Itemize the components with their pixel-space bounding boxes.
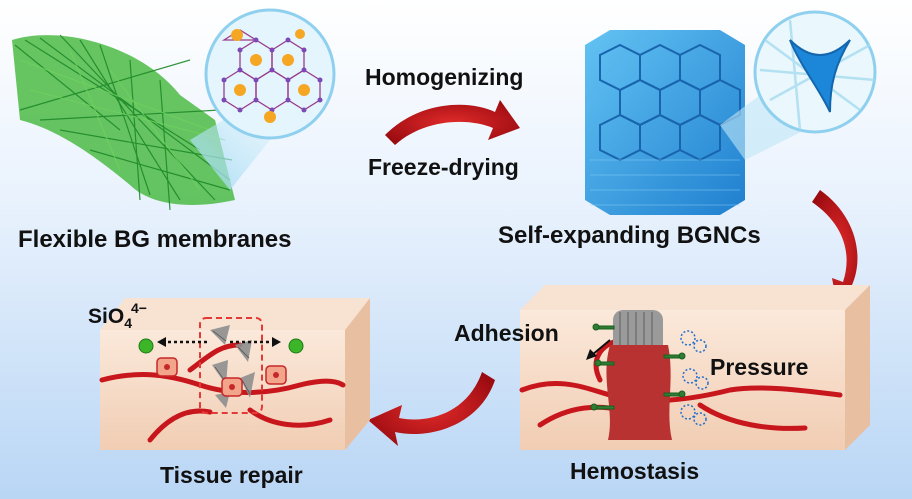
silicate-ion-base: SiO <box>88 305 125 328</box>
pressure-label: Pressure <box>710 354 809 380</box>
flexible-bg-membranes-label: Flexible BG membranes <box>18 226 292 253</box>
bg-network-zoom-circle <box>204 8 336 140</box>
silicate-ion-superscript: 4− <box>130 300 147 316</box>
silicate-ion-subscript: 4 <box>124 315 132 331</box>
process-arrow-right <box>812 190 864 310</box>
process-arrow-bottom <box>368 372 495 446</box>
hemostasis-label: Hemostasis <box>570 458 700 484</box>
process-arrow-top <box>385 100 520 145</box>
self-expanding-bgncs-label: Self-expanding BGNCs <box>498 222 761 249</box>
bg-membrane-illustration <box>12 34 270 211</box>
tissue-repair-block <box>99 298 370 450</box>
freeze-drying-label: Freeze-drying <box>368 154 519 180</box>
silicate-ion-label: SiO44− <box>88 300 147 331</box>
tissue-repair-label: Tissue repair <box>160 462 303 488</box>
adhesion-label: Adhesion <box>454 320 559 346</box>
nanofiber-zoom-circle <box>753 10 877 134</box>
hemostasis-tissue-block <box>519 285 870 450</box>
homogenizing-label: Homogenizing <box>365 64 524 90</box>
